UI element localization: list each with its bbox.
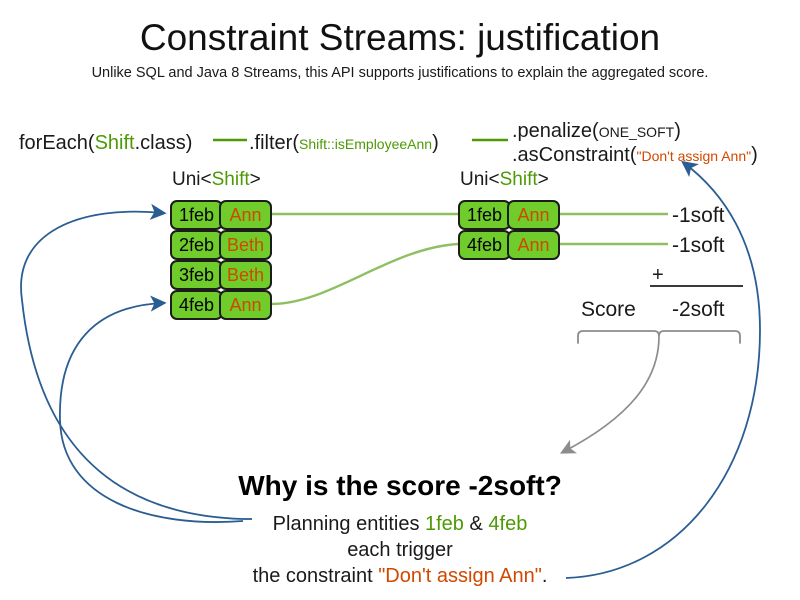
explanation-line3-suffix: . [541, 565, 548, 587]
shift-stack-left: 1feb Ann 2feb Beth 3feb Beth 4feb Ann [170, 200, 272, 320]
shift-chip[interactable]: 1feb Ann [458, 200, 560, 230]
uni-left-prefix: Uni< [172, 169, 212, 190]
explanation-line-2: each trigger [347, 539, 453, 561]
uni-left-type: Shift [211, 169, 250, 190]
shift-chip-date: 1feb [170, 200, 223, 230]
code-penalize-arg: ONE_SOFT [598, 124, 675, 140]
impact-value-2: -1soft [672, 234, 725, 257]
shift-chip-date: 2feb [170, 230, 223, 260]
code-penalize: .penalize(ONE_SOFT) [512, 118, 681, 145]
explanation-line1-amp: & [463, 513, 489, 535]
code-as-constraint-suffix: ) [751, 144, 758, 166]
shift-chip-name: Ann [219, 290, 272, 320]
shift-chip[interactable]: 2feb Beth [170, 230, 272, 260]
explanation-line-1: Planning entities 1feb & 4feb [0, 511, 800, 537]
shift-chip-date: 4feb [458, 230, 511, 260]
score-label: Score [581, 298, 636, 321]
shift-chip-name: Beth [219, 260, 272, 290]
shift-chip[interactable]: 1feb Ann [170, 200, 272, 230]
code-foreach-prefix: forEach( [19, 132, 95, 154]
code-foreach-suffix: .class) [134, 132, 193, 154]
shift-chip[interactable]: 3feb Beth [170, 260, 272, 290]
uni-right-prefix: Uni< [460, 169, 500, 190]
uni-right-type: Shift [499, 169, 538, 190]
explanation-line3-prefix: the constraint [252, 565, 379, 587]
code-penalize-prefix: .penalize( [512, 120, 599, 142]
code-foreach-type: Shift [94, 132, 135, 154]
uni-label-left: Uni<Shift> [172, 168, 261, 192]
impact-value-1: -1soft [672, 204, 725, 227]
flow-line-4feb [271, 242, 459, 306]
explanation-entity-a: 1feb [425, 513, 464, 535]
code-filter-suffix: ) [432, 132, 439, 154]
sum-operator: + [652, 264, 664, 286]
uni-left-suffix: > [249, 169, 261, 190]
code-foreach: forEach(Shift.class) [19, 130, 192, 156]
code-filter-prefix: .filter( [249, 132, 299, 154]
shift-chip[interactable]: 4feb Ann [458, 230, 560, 260]
code-filter: .filter(Shift::isEmployeeAnn) [249, 130, 439, 157]
score-brace [577, 330, 741, 344]
shift-chip-name: Ann [219, 200, 272, 230]
code-filter-arg: Shift::isEmployeeAnn [299, 136, 433, 152]
uni-right-suffix: > [537, 169, 549, 190]
shift-chip-name: Ann [507, 230, 560, 260]
shift-chip-name: Ann [507, 200, 560, 230]
score-total: -2soft [672, 298, 725, 321]
explanation-constraint-name: "Don't assign Ann" [378, 565, 542, 587]
shift-chip-name: Beth [219, 230, 272, 260]
shift-chip-date: 4feb [170, 290, 223, 320]
page-title: Constraint Streams: justification [139, 17, 661, 58]
uni-label-right: Uni<Shift> [460, 168, 549, 192]
shift-stack-right: 1feb Ann 4feb Ann [458, 200, 560, 260]
explanation-line-3: the constraint "Don't assign Ann". [0, 563, 800, 589]
code-as-constraint-prefix: .asConstraint( [512, 144, 637, 166]
shift-chip-date: 1feb [458, 200, 511, 230]
brace-to-heading-arrow [559, 335, 660, 454]
shift-chip-date: 3feb [170, 260, 223, 290]
shift-chip[interactable]: 4feb Ann [170, 290, 272, 320]
explanation-line1-prefix: Planning entities [272, 513, 425, 535]
code-as-constraint-arg: "Don't assign Ann" [636, 148, 752, 164]
page-subtitle: Unlike SQL and Java 8 Streams, this API … [91, 65, 709, 81]
code-penalize-suffix: ) [674, 120, 681, 142]
code-as-constraint: .asConstraint("Don't assign Ann") [512, 142, 758, 169]
explanation-entity-b: 4feb [488, 513, 528, 535]
explanation-heading: Why is the score -2soft? [238, 470, 562, 501]
